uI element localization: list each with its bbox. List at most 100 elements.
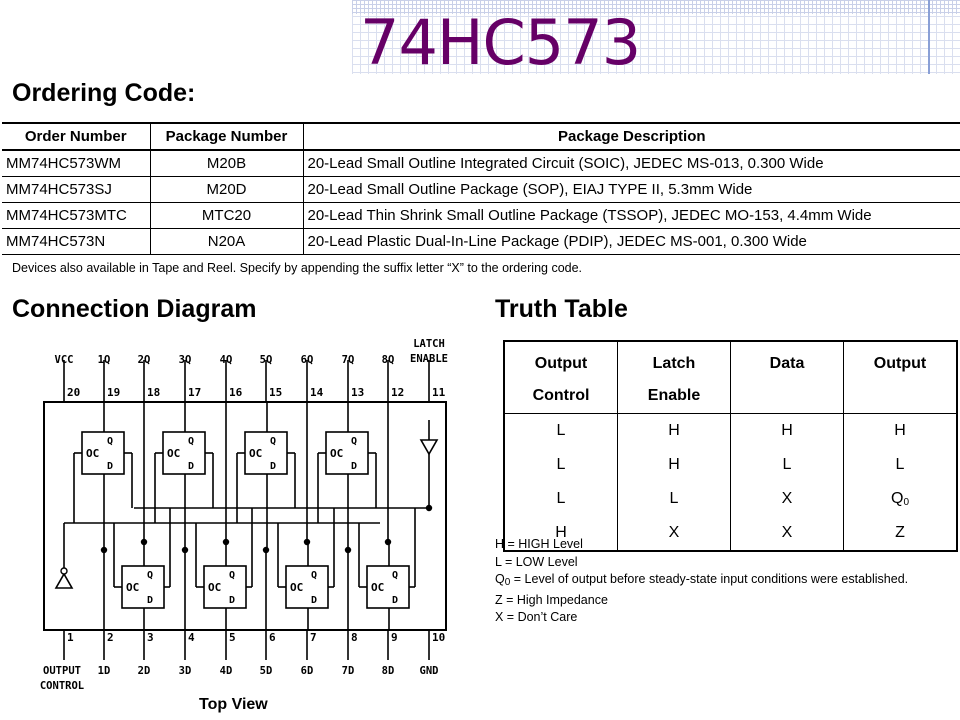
- col-output: Output: [843, 340, 958, 414]
- pin-number: 16: [229, 386, 243, 399]
- latch-q-label: Q: [392, 570, 398, 581]
- junction-dot: [384, 538, 392, 546]
- title-accent-line: [928, 0, 930, 74]
- table-row: MM74HC573N N20A 20-Lead Plastic Dual-In-…: [2, 228, 960, 255]
- col-data: Data: [730, 340, 844, 414]
- junction-dot: [140, 538, 148, 546]
- latch-oc-label: OC: [371, 581, 384, 594]
- pin-number: 15: [269, 386, 282, 399]
- latch-q-label: Q: [270, 436, 276, 447]
- output-control-buffer: [54, 572, 74, 589]
- order-number: MM74HC573WM: [2, 149, 151, 177]
- latch-d-label: D: [311, 595, 317, 606]
- package-description: 20-Lead Small Outline Integrated Circuit…: [302, 149, 960, 177]
- junction-dot: [425, 504, 433, 512]
- pin-label: 7Q: [342, 354, 355, 366]
- latch-q-label: Q: [188, 436, 194, 447]
- latch-box: [325, 431, 369, 475]
- pin-number: 19: [107, 386, 120, 399]
- ordering-table-header: Order Number Package Number Package Desc…: [2, 122, 960, 151]
- latch-d-label: D: [147, 595, 153, 606]
- pin-label: 1Q: [98, 354, 111, 366]
- connection-diagram-heading: Connection Diagram: [12, 295, 257, 323]
- diagram-wiring: [54, 360, 439, 660]
- latch-q-label: Q: [311, 570, 317, 581]
- truth-table-heading: Truth Table: [495, 295, 628, 323]
- junction-dot: [100, 546, 108, 554]
- package-number: N20A: [149, 228, 304, 255]
- legend-item: L = LOW Level: [495, 554, 578, 569]
- subscript: 0: [504, 577, 511, 588]
- legend-item: H = HIGH Level: [495, 537, 583, 551]
- latch-oc-label: OC: [290, 581, 303, 594]
- pin-number: 3: [147, 631, 154, 644]
- top-view-caption: Top View: [199, 696, 268, 713]
- pin-label: 6D: [301, 665, 314, 677]
- latch-box: [244, 431, 288, 475]
- pin-number: 17: [188, 386, 201, 399]
- package-outline: [43, 401, 447, 631]
- pin-label: LATCH: [413, 338, 445, 350]
- junction-dot: [344, 546, 352, 554]
- legend-item: X = Don’t Care: [495, 610, 578, 624]
- pin-label: 6Q: [301, 354, 314, 366]
- package-number: M20D: [149, 176, 304, 203]
- latch-d-label: D: [392, 595, 398, 606]
- inverter-bubble: [60, 567, 68, 575]
- table-row: MM74HC573SJ M20D 20-Lead Small Outline P…: [2, 176, 960, 203]
- latch-enable-buffer: [419, 439, 439, 456]
- pin-label: 3Q: [179, 354, 192, 366]
- pin-label: 5Q: [260, 354, 273, 366]
- legend-item: Z = High Impedance: [495, 592, 608, 607]
- latch-d-label: D: [107, 461, 113, 472]
- latch-d-label: D: [229, 595, 235, 606]
- junction-dot: [262, 546, 270, 554]
- latch-box: [81, 431, 125, 475]
- col-order-number: Order Number: [2, 122, 151, 151]
- latch-box: [285, 565, 329, 609]
- latch-box: [121, 565, 165, 609]
- latch-oc-label: OC: [167, 447, 180, 460]
- junction-dot: [181, 546, 189, 554]
- latch-q-label: Q: [147, 570, 153, 581]
- pin-number: 20: [67, 386, 80, 399]
- subscript: 0: [903, 497, 909, 508]
- pin-label: CONTROL: [40, 680, 84, 692]
- legend-item: Q0 = Level of output before steady-state…: [495, 572, 909, 588]
- slide-title: 74HC573: [360, 6, 641, 79]
- latch-d-label: D: [270, 461, 276, 472]
- tape-reel-note: Devices also available in Tape and Reel.…: [12, 261, 583, 275]
- truth-table-legend: H = HIGH Level L = LOW Level Q0 = Level …: [495, 536, 908, 627]
- latch-box: [203, 565, 247, 609]
- pin-number: 18: [147, 386, 160, 399]
- table-row: MM74HC573MTC MTC20 20-Lead Thin Shrink S…: [2, 202, 960, 229]
- col-package-description: Package Description: [302, 122, 960, 151]
- package-number: MTC20: [149, 202, 304, 229]
- pin-label: 3D: [179, 665, 192, 677]
- latch-q-label: Q: [107, 436, 113, 447]
- title-grid-band: [352, 0, 960, 14]
- pin-number: 2: [107, 631, 114, 644]
- latch-d-label: D: [351, 461, 357, 472]
- latch-d-label: D: [188, 461, 194, 472]
- ordering-code-heading: Ordering Code:: [12, 79, 196, 107]
- q0-cell: Q0: [843, 482, 958, 516]
- order-number: MM74HC573SJ: [2, 176, 151, 203]
- col-package-number: Package Number: [149, 122, 304, 151]
- junction-dot: [303, 538, 311, 546]
- table-row: MM74HC573WM M20B 20-Lead Small Outline I…: [2, 149, 960, 177]
- q0-text: Q0: [890, 490, 909, 508]
- latch-oc-label: OC: [249, 447, 262, 460]
- pin-label: 4Q: [220, 354, 233, 366]
- latch-oc-label: OC: [86, 447, 99, 460]
- latch-box: [366, 565, 410, 609]
- latch-q-label: Q: [351, 436, 357, 447]
- pin-number: 12: [391, 386, 404, 399]
